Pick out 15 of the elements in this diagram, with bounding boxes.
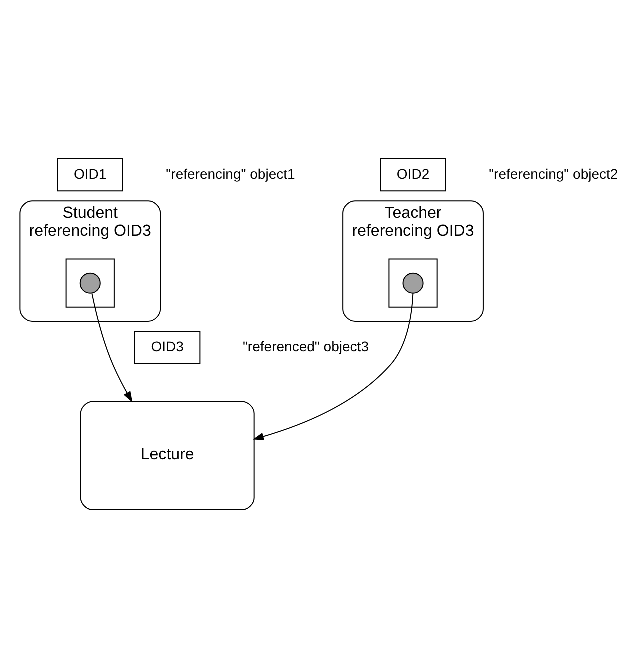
cluster: Student referencing OID3	[20, 200, 162, 322]
node-label: "referencing" object1	[166, 165, 296, 182]
cluster: Teacher referencing OID3	[342, 200, 484, 322]
arrow	[92, 293, 133, 402]
node-circle	[402, 272, 424, 294]
node-box: Lecture	[80, 400, 255, 510]
arrow	[252, 292, 414, 440]
node-label: "referenced" object3	[242, 338, 369, 354]
node-label: "referencing" object2	[489, 165, 618, 182]
node-box: OID1	[57, 158, 124, 192]
cluster	[66, 258, 115, 308]
cluster	[388, 258, 438, 308]
node-box: OID3	[134, 330, 201, 364]
node-circle	[80, 272, 101, 294]
node-box: OID2	[380, 158, 446, 192]
